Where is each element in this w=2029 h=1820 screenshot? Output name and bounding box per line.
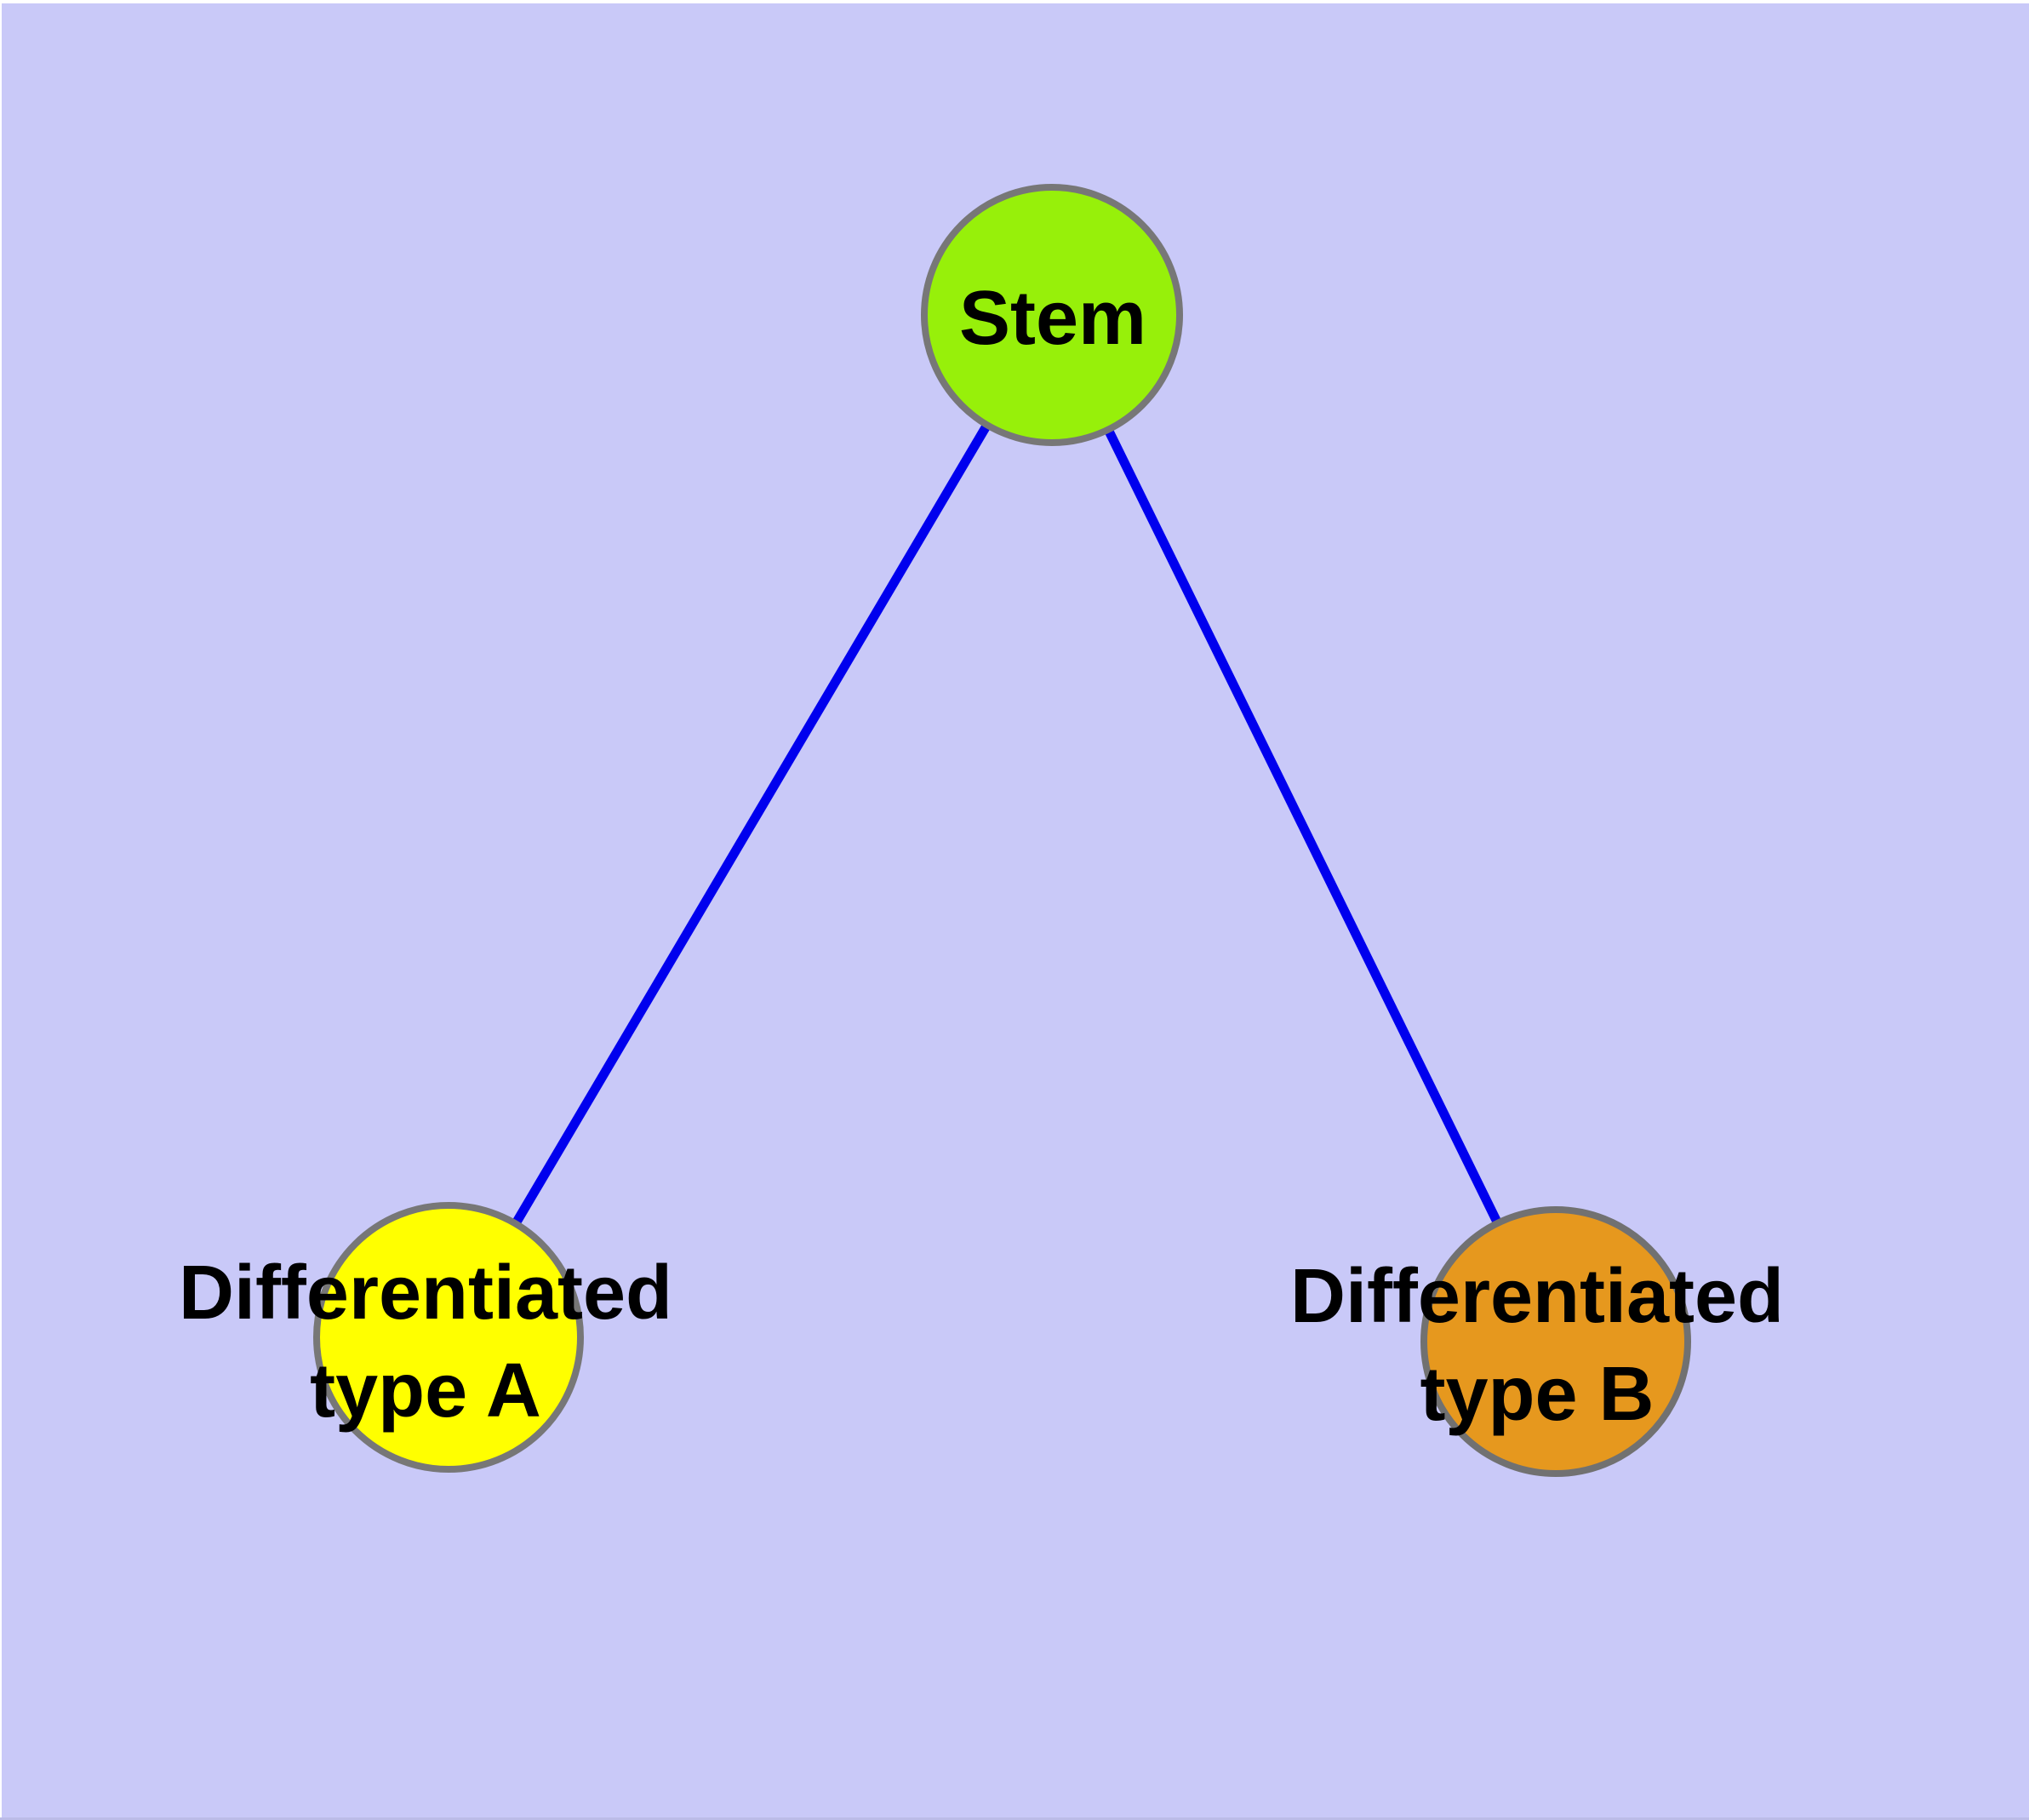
node-stem bbox=[921, 184, 1183, 446]
node-differentiated-type-b bbox=[1420, 1206, 1691, 1477]
bottom-edge-line bbox=[0, 1817, 2029, 1820]
edge-stem-to-type-a bbox=[444, 312, 1056, 1340]
node-type-b-label-line1: Differentiated bbox=[1290, 1254, 1784, 1339]
node-type-b-label-line2: type B bbox=[1420, 1352, 1654, 1437]
node-type-a-label-line2: type A bbox=[310, 1348, 541, 1434]
node-stem-label: Stem bbox=[959, 276, 1146, 361]
node-differentiated-type-a bbox=[313, 1202, 584, 1473]
node-type-a-label-line1: Differentiated bbox=[179, 1251, 672, 1336]
edge-stem-to-type-b bbox=[1048, 312, 1560, 1344]
